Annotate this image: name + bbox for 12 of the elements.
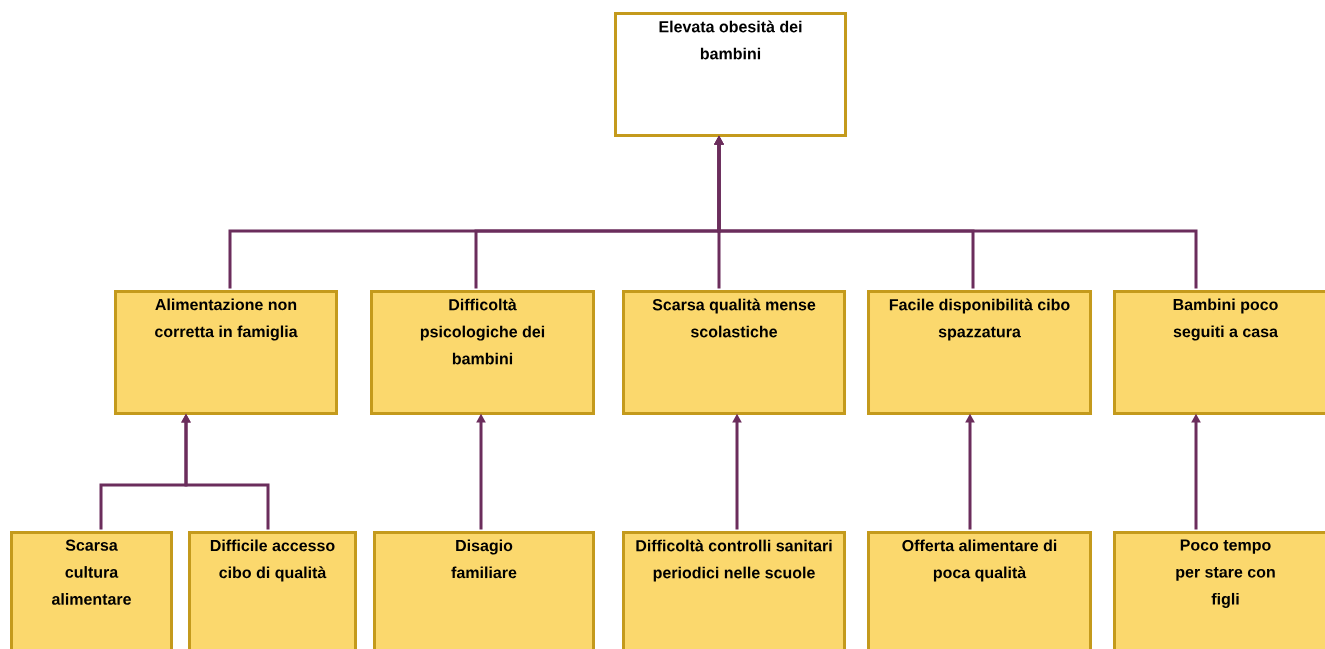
title-box: Elevata obesità dei bambini [614,12,847,137]
cause-box: Difficoltà controlli sanitari periodici nelle scuole [622,531,846,649]
cause-box: Difficoltà psicologiche dei bambini [370,290,595,415]
cause-box: Alimentazione non corretta in famiglia [114,290,338,415]
cause-box: Bambini poco seguiti a casa [1113,290,1325,415]
cause-box: Scarsa cultura alimentare [10,531,173,649]
cause-box: Disagio familiare [373,531,595,649]
cause-box: Poco tempo per stare con figli [1113,531,1325,649]
cause-box: Offerta alimentare di poca qualità [867,531,1092,649]
cause-box: Facile disponibilità cibo spazzatura [867,290,1092,415]
cause-box: Difficile accesso cibo di qualità [188,531,357,649]
cause-box: Scarsa qualità mense scolastiche [622,290,846,415]
